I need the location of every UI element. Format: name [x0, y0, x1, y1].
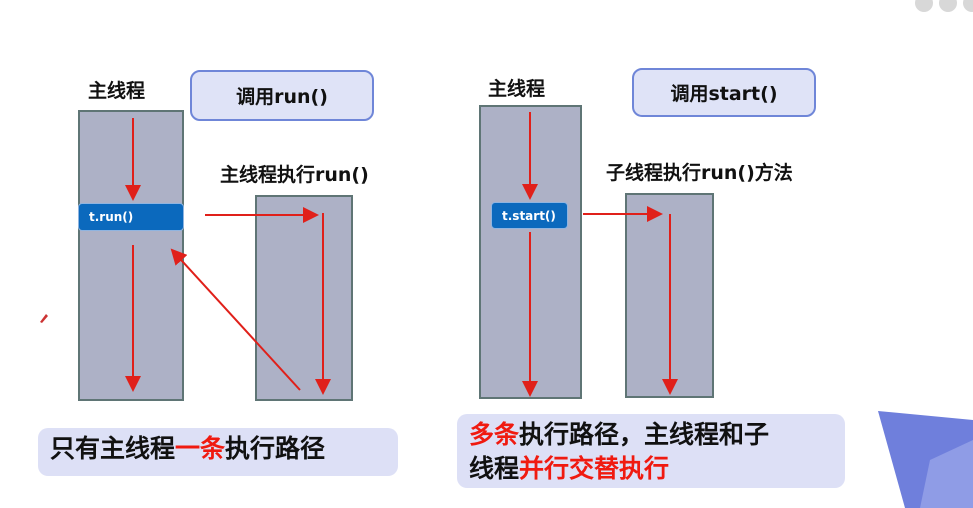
window-control-dot[interactable]	[915, 0, 933, 12]
note-highlight: 多条	[469, 420, 520, 449]
decorative-triangle	[920, 440, 973, 508]
window-control-dot[interactable]	[963, 0, 973, 12]
note-highlight: 并行交替执行	[519, 454, 670, 483]
call-run-button: 调用run()	[190, 70, 374, 121]
arrow	[170, 248, 301, 391]
left-main-thread-label: 主线程	[88, 80, 146, 102]
main-thread-executes-run-label: 主线程执行run()	[220, 164, 369, 186]
note-highlight: 一条	[175, 434, 226, 463]
t-start-call-box: t.start()	[491, 202, 568, 229]
note-text: 执行路径，主线程和子	[519, 420, 770, 449]
call-start-button: 调用start()	[632, 68, 816, 117]
run-method-column	[255, 195, 353, 401]
window-controls	[915, 0, 973, 12]
pencil-icon	[40, 314, 48, 323]
window-control-dot[interactable]	[939, 0, 957, 12]
child-thread-executes-run-label: 子线程执行run()方法	[606, 162, 793, 184]
right-main-thread-label: 主线程	[488, 78, 546, 100]
right-note: 多条执行路径，主线程和子线程并行交替执行	[457, 414, 845, 488]
left-note: 只有主线程一条执行路径	[38, 428, 398, 476]
t-run-call-box: t.run()	[78, 203, 184, 231]
note-text: 线程	[469, 454, 520, 483]
note-text: 只有主线程	[50, 434, 176, 463]
note-text: 执行路径	[225, 434, 326, 463]
left-main-thread-column	[78, 110, 184, 401]
